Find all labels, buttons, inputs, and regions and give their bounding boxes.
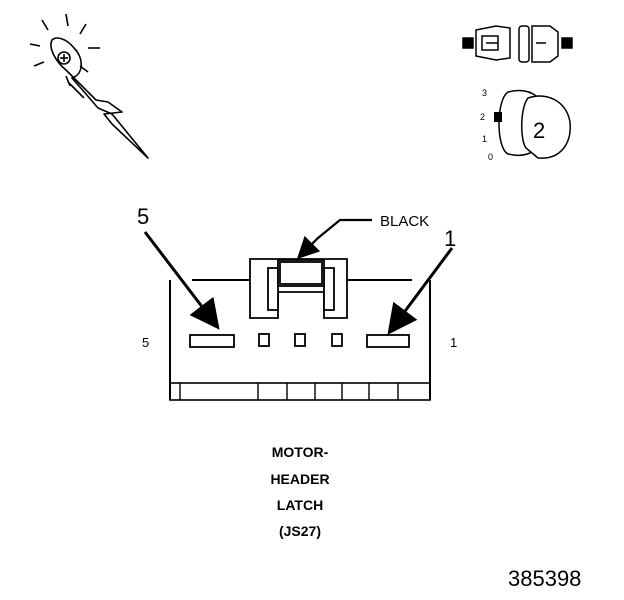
connector-face bbox=[169, 279, 431, 401]
terminal-cavities bbox=[189, 333, 410, 348]
cavity-1 bbox=[366, 334, 410, 348]
connector-name-line-1: MOTOR- bbox=[272, 444, 329, 460]
scale-label-2: 2 bbox=[480, 112, 485, 122]
arrow-pin-1 bbox=[387, 247, 454, 335]
connector-name: MOTOR- HEADER LATCH (JS27) bbox=[270, 444, 329, 539]
callout-pin-5-label: 5 bbox=[137, 204, 149, 229]
view-direction-icon: 3 2 1 0 2 bbox=[480, 88, 571, 162]
callout-arrows bbox=[143, 218, 454, 335]
cavity-5 bbox=[189, 334, 235, 348]
scale-label-0: 0 bbox=[488, 152, 493, 162]
arrow-black-wire bbox=[296, 218, 372, 260]
cavity-3 bbox=[294, 333, 306, 347]
connector-name-line-4: (JS27) bbox=[279, 523, 321, 539]
connector-name-line-2: HEADER bbox=[270, 471, 329, 487]
pin-label-left: 5 bbox=[142, 335, 149, 350]
connector-name-line-3: LATCH bbox=[277, 497, 323, 513]
connector-mating-icon bbox=[462, 25, 573, 63]
arrow-pin-5 bbox=[143, 231, 220, 330]
callout-pin-1-label: 1 bbox=[444, 226, 456, 251]
figure-id: 385398 bbox=[508, 566, 581, 591]
scale-label-3: 3 bbox=[482, 88, 487, 98]
cavity-2 bbox=[331, 333, 343, 347]
view-number: 2 bbox=[533, 118, 545, 143]
cavity-4 bbox=[258, 333, 270, 347]
test-probe-icon bbox=[29, 13, 149, 159]
scale-label-1: 1 bbox=[482, 134, 487, 144]
pin-label-right: 1 bbox=[450, 335, 457, 350]
connector-latch bbox=[249, 258, 348, 319]
wire-color-label: BLACK bbox=[380, 213, 429, 230]
